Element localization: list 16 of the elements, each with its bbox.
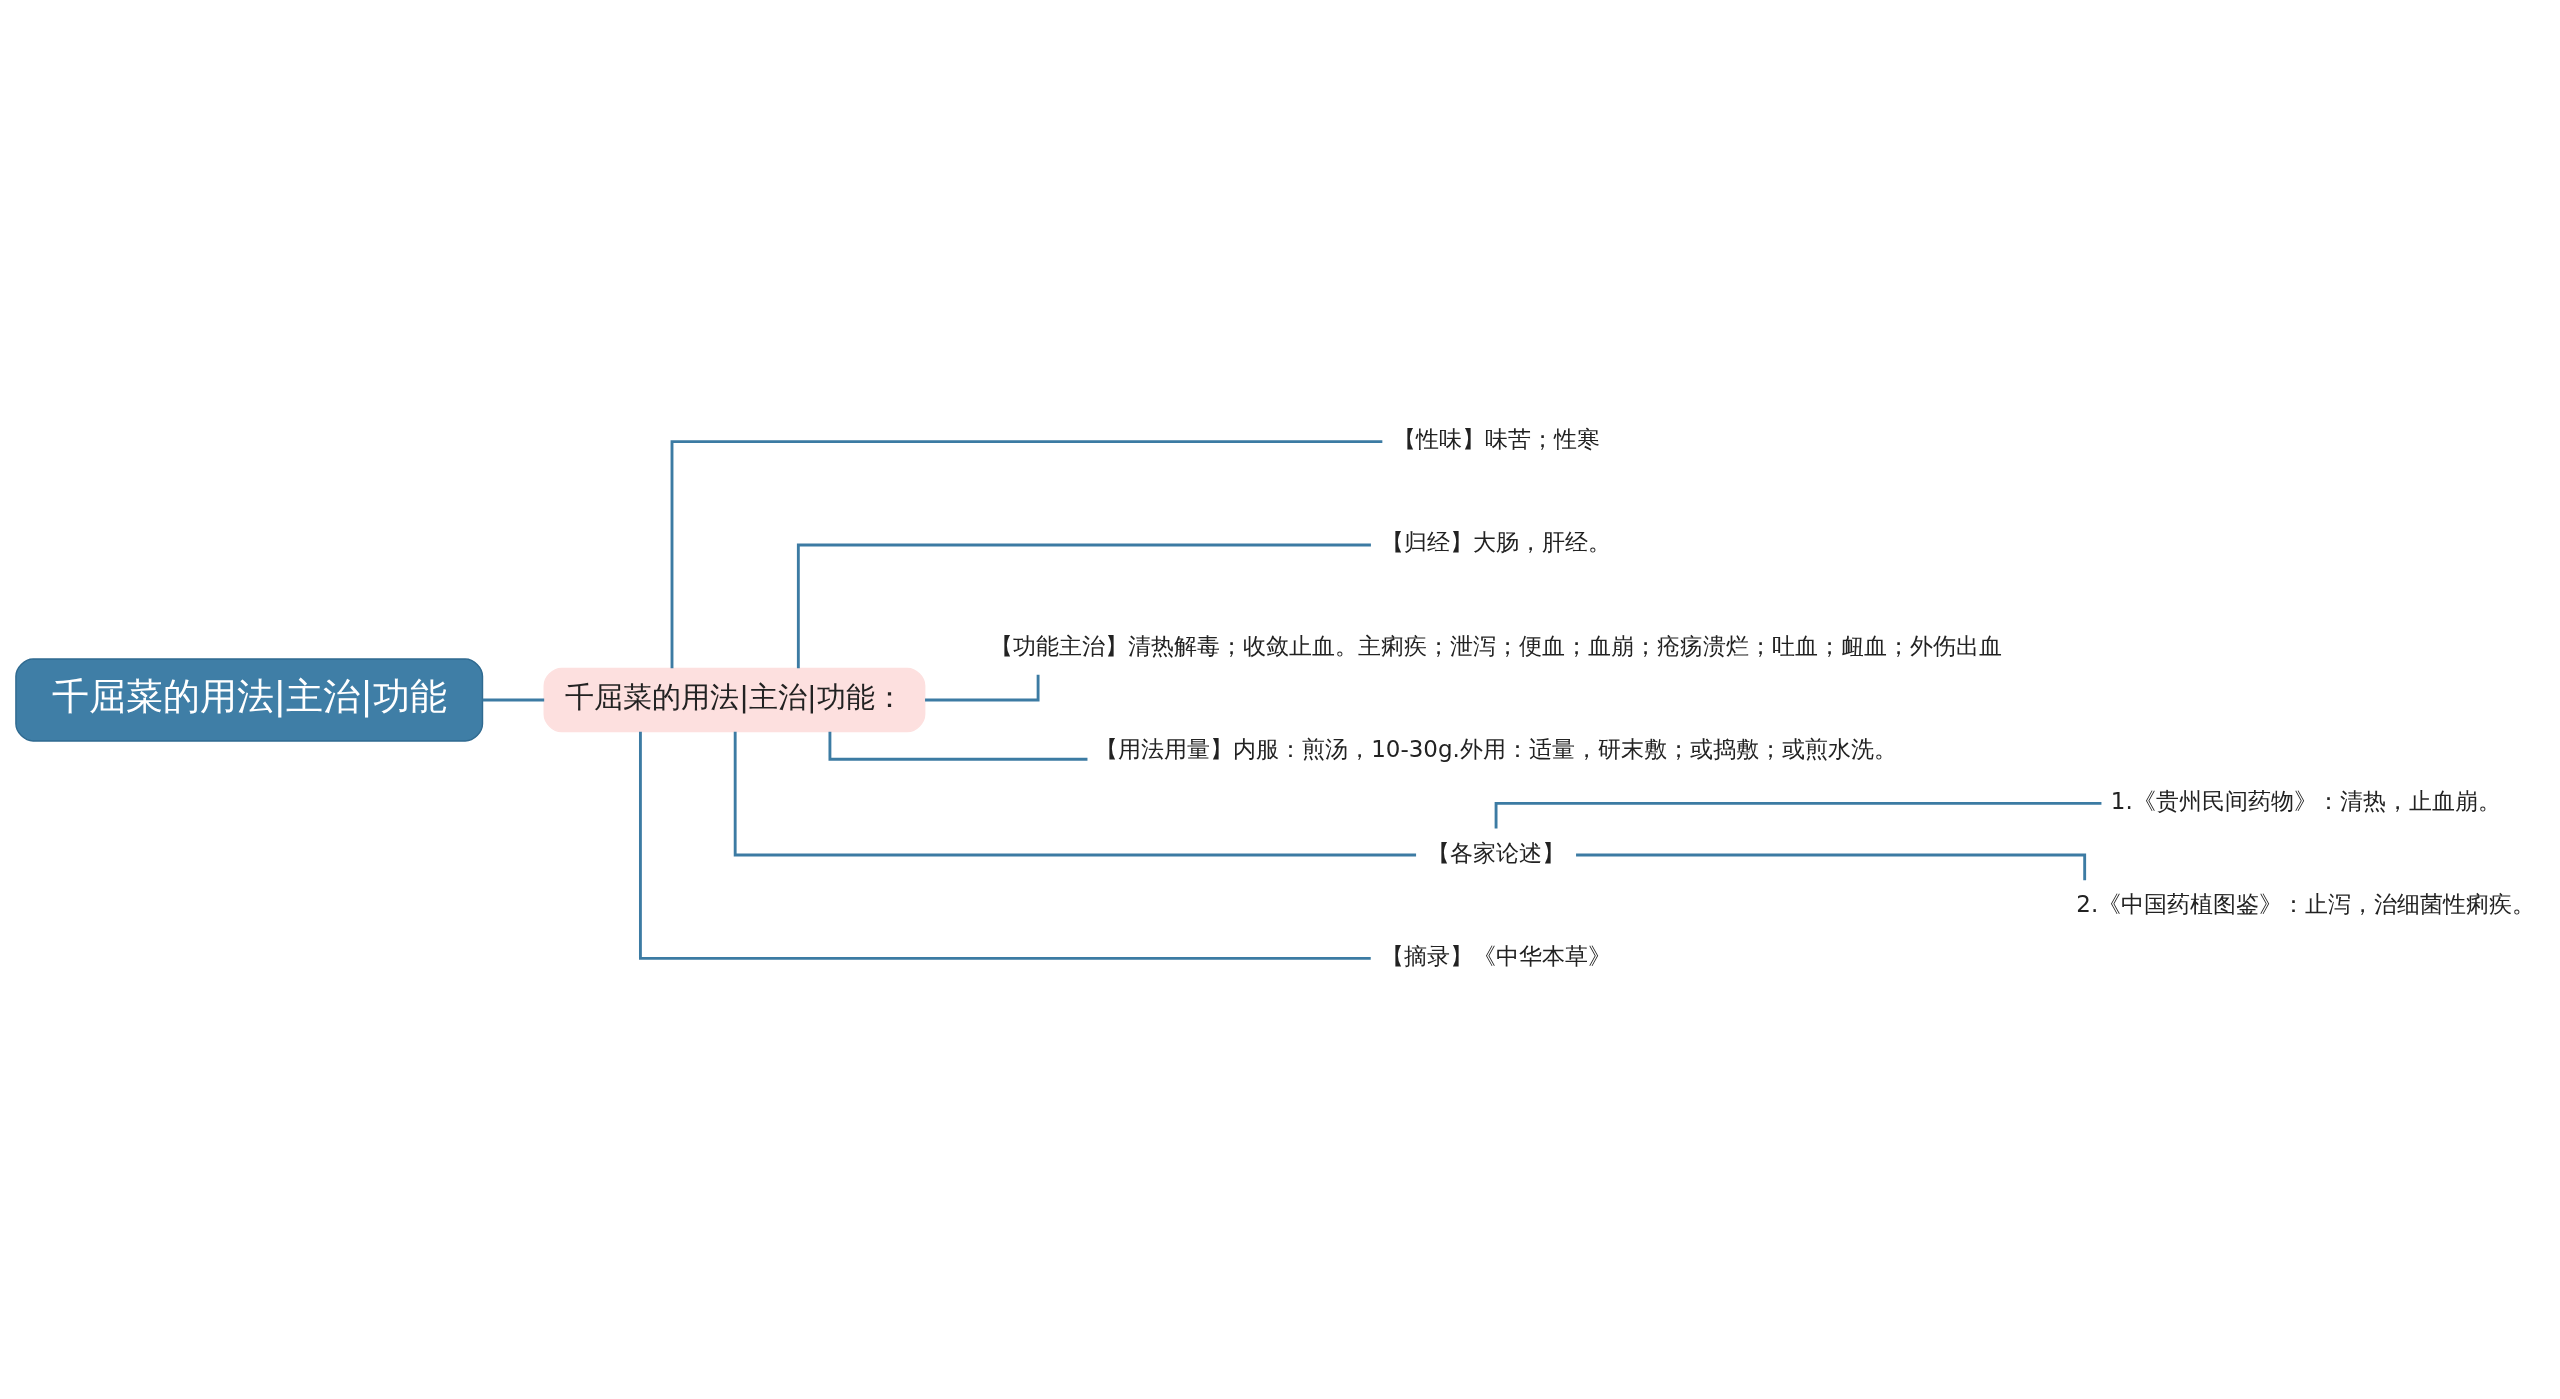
node-text: 【各家论述】 [1427, 839, 1566, 866]
node-text: 【摘录】《中华本草》 [1381, 942, 1612, 969]
node-text: 【用法用量】内服：煎汤，10-30g.外用：适量，研末敷；或捣敷；或煎水洗。 [1095, 735, 1897, 762]
connector [639, 731, 1371, 960]
node-box: 千屈菜的用法|主治|功能 [15, 657, 484, 742]
node-text: 2.《中国药植图鉴》：止泻，治细菌性痢疾。 [2076, 890, 2536, 917]
node-text: 【性味】味苦；性寒 [1392, 425, 1600, 452]
node-box: 千屈菜的用法|主治|功能： [543, 667, 926, 732]
node-text: 【归经】大肠，肝经。 [1381, 528, 1612, 555]
node-text: 1.《贵州民间药物》：清热，止血崩。 [2110, 787, 2501, 814]
connector [482, 698, 545, 701]
connector [733, 731, 1417, 856]
connector [670, 439, 1383, 668]
connector [796, 543, 1371, 668]
node-text: 【功能主治】清热解毒；收敛止血。主痢疾；泄泻；便血；血崩；疮疡溃烂；吐血；衄血；外伤出血 [990, 632, 2003, 659]
connector [828, 731, 1088, 761]
